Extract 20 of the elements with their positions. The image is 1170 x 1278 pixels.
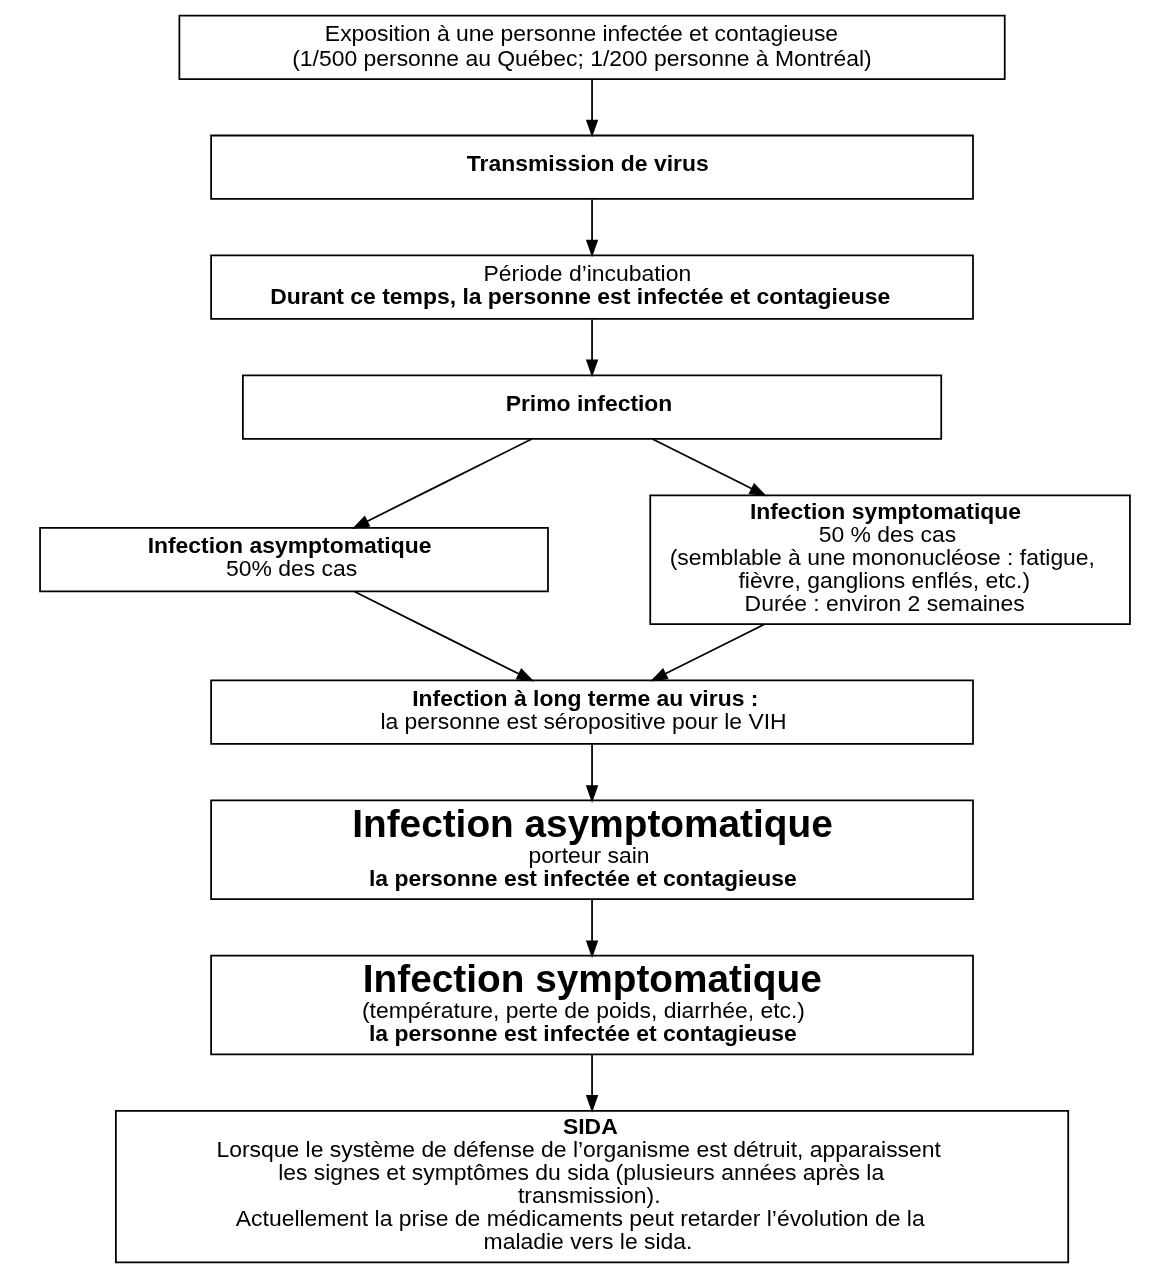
arrow: [585, 318, 599, 378]
arrow: [650, 623, 766, 682]
node-box: Infection symptomatique (température, perte de poids, diarrhée, etc.) la personne est infectée et contagieuse: [210, 954, 974, 1056]
node-box: Exposition à une personne infectée et contagieuse (1/500 personne au Québec; 1/200 personne à Montréal): [178, 14, 1006, 80]
node-box: Infection asymptomatique porteur sain la personne est infectée et contagieuse: [210, 799, 974, 900]
node-box: Transmission de virus: [210, 134, 974, 200]
arrow: [585, 78, 599, 138]
node-box: Infection symptomatique 50 % des cas (semblable à une mononucléose : fatigue, fièvre, ganglions enflés, etc.) Durée : environ 2 semaines: [649, 494, 1131, 625]
arrow: [585, 743, 599, 803]
node-box: Infection asymptomatique 50% des cas: [39, 527, 549, 593]
node-box: SIDA Lorsque le système de défense de l’organisme est détruit, apparaissent les signes et symptômes du sida (plusieurs années après la transmission). Actuellement la prise de médicaments peut retarder l’évolution de la maladie vers le sida.: [115, 1109, 1070, 1264]
arrow: [353, 590, 535, 682]
arrow: [585, 898, 599, 959]
node-box: Primo infection: [242, 374, 943, 440]
arrow: [351, 438, 533, 529]
arrow: [585, 1053, 599, 1113]
arrow: [651, 438, 768, 497]
node-box: Période d’incubation Durant ce temps, la personne est infectée et contagieuse: [210, 254, 974, 320]
node-box: Infection à long terme au virus : la personne est séropositive pour le VIH: [210, 679, 974, 745]
arrow: [585, 198, 599, 258]
